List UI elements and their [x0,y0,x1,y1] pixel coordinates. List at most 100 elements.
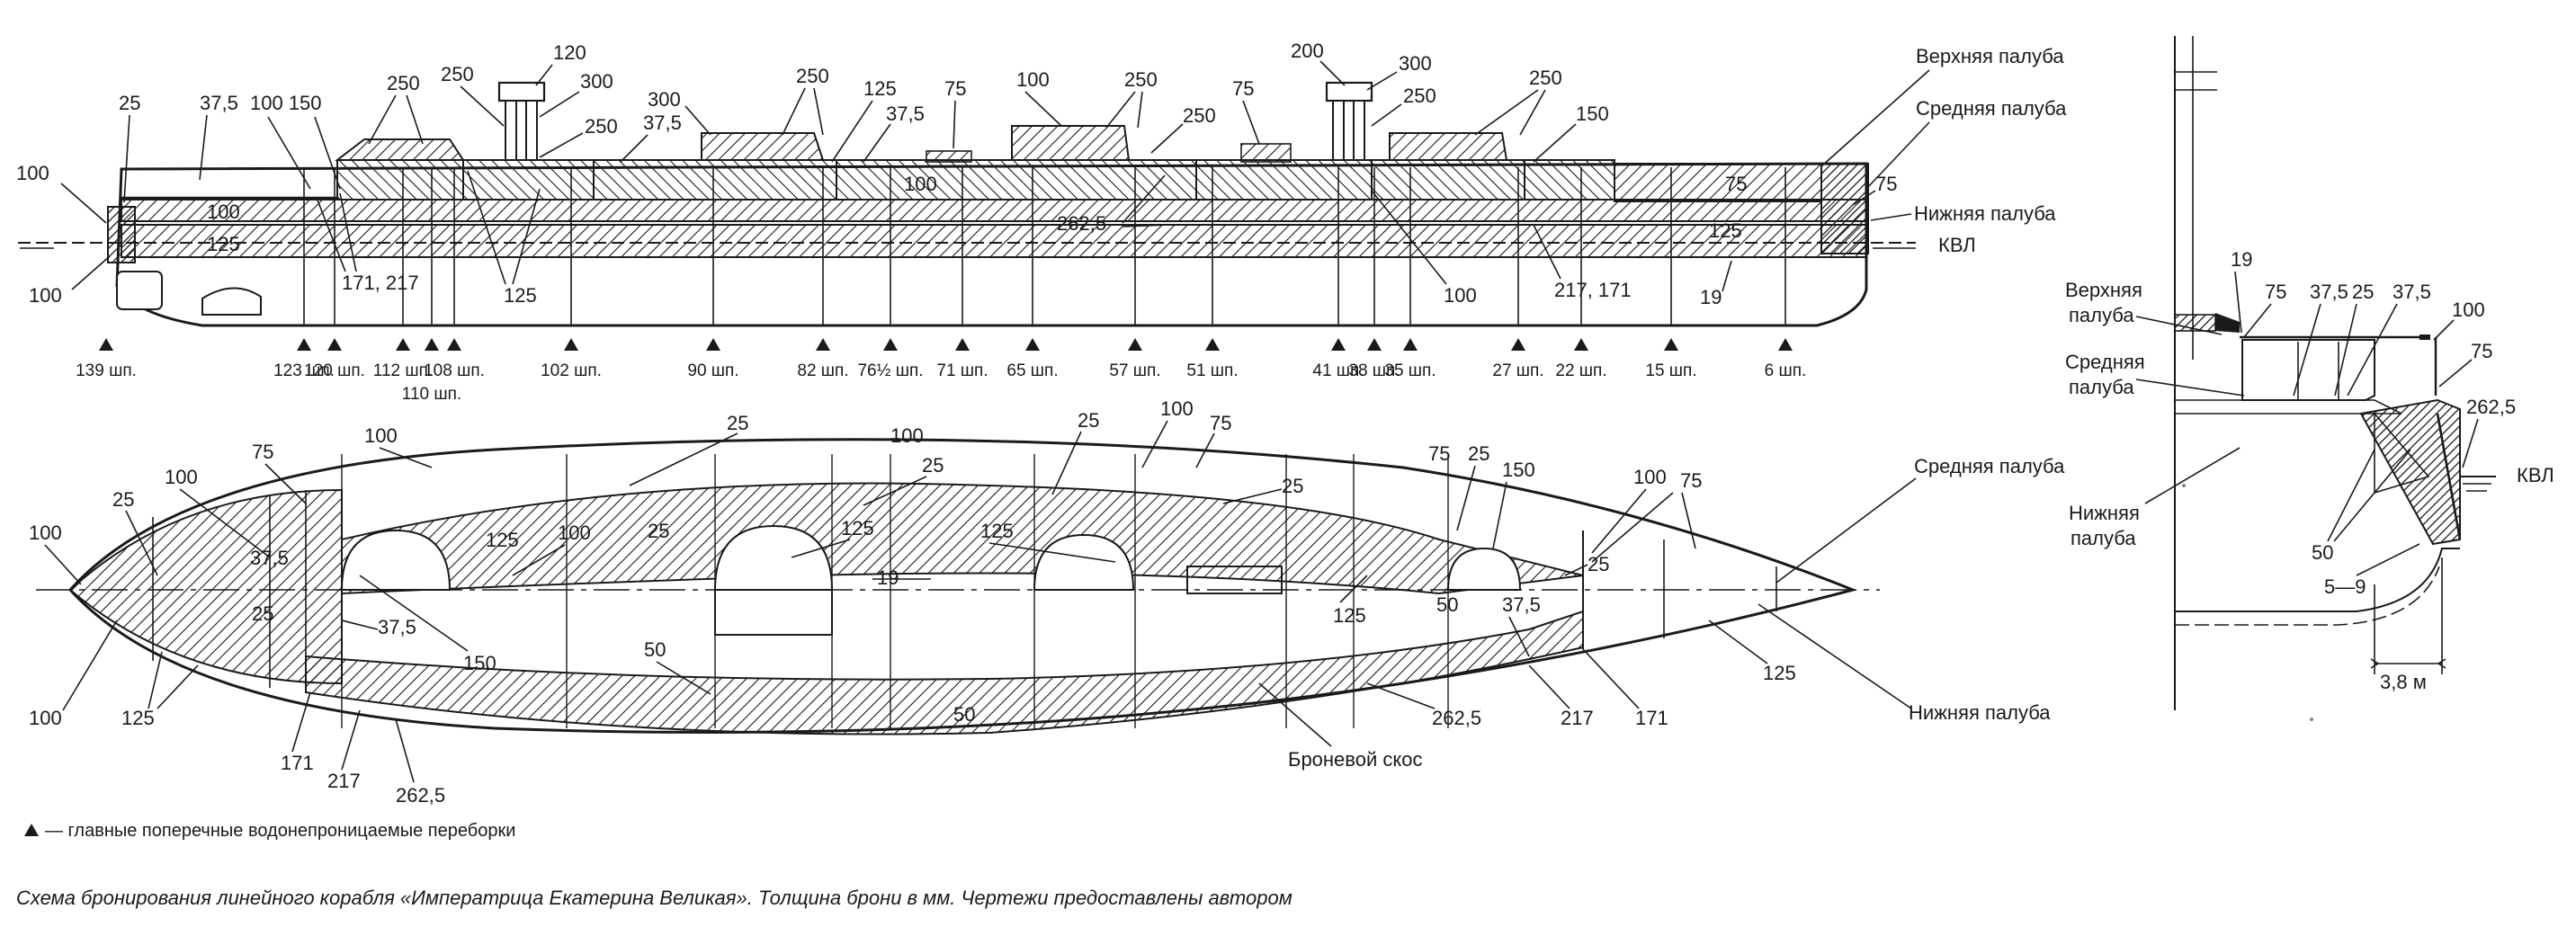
section-label-5-9: 5—9 [2324,575,2366,598]
section-label-75-b: 75 [2471,340,2492,362]
plan-label-37-5-c: 37,5 [1502,593,1541,616]
plan-label-125-b: 125 [841,517,874,539]
frame-label: 27 шп. [1492,361,1543,380]
plan-label-19: 19 [877,566,899,589]
plan-label-262-5-a: 262,5 [396,784,445,807]
frame-label: 22 шп. [1555,361,1606,380]
label-37-5-c: 37,5 [886,103,925,125]
plan-label-100-d: 100 [890,424,924,447]
frame-label: 51 шп. [1186,361,1238,380]
frame-label: 71 шп. [936,361,988,380]
bulkhead-marker-icon [99,338,113,351]
section-upper-deck-l1: Верхняя [2065,279,2142,301]
bulkhead-marker-icon [1403,338,1418,351]
section-label-75-a: 75 [2265,281,2286,303]
plan-label-50-c: 50 [953,703,975,726]
plan-label-50-a: 50 [1436,593,1458,616]
label-100-150: 100 150 [250,92,322,114]
bulkhead-marker-icon [425,338,439,351]
plan-label-100-f: 100 [1633,466,1667,488]
plan-label-100-a: 100 [29,521,62,544]
label-300-a: 300 [580,70,613,93]
frame-label: 6 шп. [1765,361,1807,380]
section-lower-deck-l2: палуба [2071,527,2136,549]
profile-bow-armor [107,206,136,263]
plan-label-75-b: 75 [1210,412,1231,434]
plan-bulkheads [341,454,1449,728]
label-125-b: 125 [207,233,240,255]
plan-label-262-5-b: 262,5 [1432,707,1481,729]
label-75-a: 75 [944,77,966,100]
label-250-c: 250 [585,115,618,138]
frame-label: 35 шп. [1384,361,1436,380]
frame-label: 57 шп. [1109,361,1160,380]
section-label-37-5-b: 37,5 [2393,281,2431,303]
section-label-37-5-a: 37,5 [2310,281,2348,303]
plan-label-25-g: 25 [252,602,273,625]
bulkhead-marker-icon [1367,338,1382,351]
section-labels: Верхняя палуба Средняя палуба Нижняя пал… [2065,248,2554,693]
plan-label-25-a: 25 [112,488,134,511]
label-300-b: 300 [1399,52,1432,75]
section-label-19: 19 [2231,248,2252,271]
plan-label-100-g: 100 [558,521,591,544]
bulkhead-marker-icon [1025,338,1040,351]
label-19: 19 [1700,286,1722,308]
frame-label: 112 шп. [373,361,433,380]
plan-label-100-c: 100 [364,424,398,447]
section-label-262-5: 262,5 [2466,396,2516,418]
plan-slope-label: Броневой скос [1288,748,1422,771]
label-250-b: 250 [441,63,474,85]
label-250-a: 250 [387,72,420,94]
plan-belt-armor [305,610,1584,735]
frame-label: 108 шп. [424,361,485,380]
profile-funnel-aft [1325,81,1373,161]
cross-section-view [2174,36,2496,721]
section-belt-armor [2359,398,2461,546]
profile-aft-raised [1614,163,1822,202]
profile-bulkheads [303,167,1786,325]
plan-lower-deck-label: Нижняя палуба [1909,701,2051,724]
label-250-h: 250 [1529,67,1562,89]
section-label-25: 25 [2352,281,2374,303]
profile-frame-markers [99,338,1793,351]
profile-middle-deck-armor [121,199,1867,222]
label-200: 200 [1291,40,1324,62]
bulkhead-marker-icon [1128,338,1142,351]
label-75-c: 75 [1725,173,1747,195]
plan-label-37-5-b: 37,5 [378,616,416,638]
label-125-c: 125 [504,284,537,307]
plan-label-100-h: 100 [29,707,62,729]
profile-stern-armor [1820,163,1869,254]
label-25: 25 [119,92,140,114]
bulkhead-marker-icon [883,338,898,351]
plan-label-37-5-top: 25 [727,412,748,434]
section-middle-deck-l1: Средняя [2065,351,2145,373]
plan-bow-armor [68,488,343,685]
frame-label: 90 шп. [687,361,738,380]
plan-hull-outline [67,438,1857,734]
profile-turret-mid1 [593,132,837,201]
plan-middle-deck-label: Средняя палуба [1914,455,2065,477]
profile-lower-deck-label: Нижняя палуба [1914,202,2056,225]
plan-labels: 100 37,5 25 100 75 100 25 100 25 25 100 … [29,397,2065,807]
bulkhead-marker-icon [706,338,720,351]
plan-label-125-a: 125 [486,529,519,551]
plan-label-100-b: 100 [165,466,198,488]
frame-label: 82 шп. [797,361,848,380]
section-lower-deck-l1: Нижняя [2069,502,2140,524]
plan-label-217: 217 [327,770,361,792]
section-middle-deck-l2: палуба [2069,376,2134,398]
plan-view [36,438,1880,735]
bulkhead-marker-icon [816,338,830,351]
bulkhead-marker-icon [1664,338,1678,351]
plan-middle-deck-armor [341,482,1584,595]
legend-triangle-icon [24,824,39,836]
label-250-e: 250 [1124,68,1158,91]
label-120: 120 [553,41,586,64]
plan-label-25-b: 25 [922,454,944,477]
frame-label: 102 шп. [541,361,602,380]
profile-turret-fore [335,138,465,201]
